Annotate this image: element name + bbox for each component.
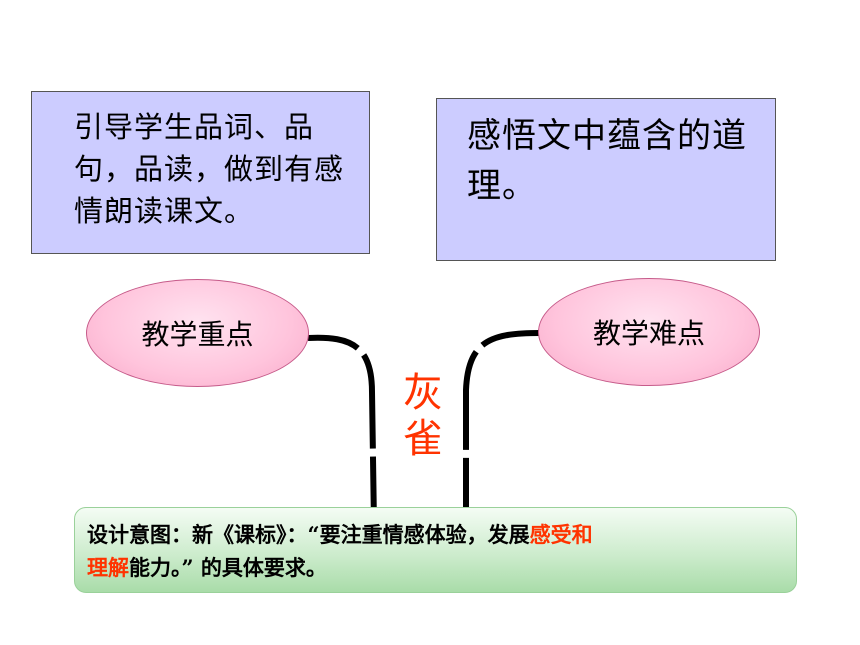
teaching-focus-box: 引导学生品词、品句，品读，做到有感情朗读课文。 bbox=[31, 91, 370, 254]
lesson-title-char-1: 灰 bbox=[403, 370, 443, 416]
note-highlight-feel: 感受和 bbox=[529, 522, 593, 547]
lesson-title: 灰 雀 bbox=[396, 370, 450, 462]
design-intent-note: 设计意图：新《课标》：“要注重情感体验，发展感受和理解能力。” 的具体要求。 bbox=[74, 507, 797, 593]
note-prefix: 设计意图：新《课标》：“要注重情感体验，发展 bbox=[87, 522, 530, 547]
right-connector bbox=[463, 330, 541, 590]
lesson-title-char-2: 雀 bbox=[403, 416, 443, 462]
teaching-focus-text: 引导学生品词、品句，品读，做到有感情朗读课文。 bbox=[74, 110, 345, 228]
teaching-difficulty-box: 感悟文中蕴含的道理。 bbox=[436, 98, 776, 261]
left-connector bbox=[307, 334, 378, 591]
teaching-difficulty-text: 感悟文中蕴含的道理。 bbox=[467, 116, 747, 206]
note-suffix: 能力。” 的具体要求。 bbox=[129, 555, 327, 580]
teaching-difficulty-label: 教学难点 bbox=[592, 317, 705, 350]
teaching-focus-oval: 教学重点 bbox=[86, 279, 309, 387]
teaching-difficulty-oval: 教学难点 bbox=[538, 278, 760, 386]
teaching-focus-label: 教学重点 bbox=[141, 318, 254, 351]
note-highlight-understand: 理解 bbox=[87, 555, 129, 580]
